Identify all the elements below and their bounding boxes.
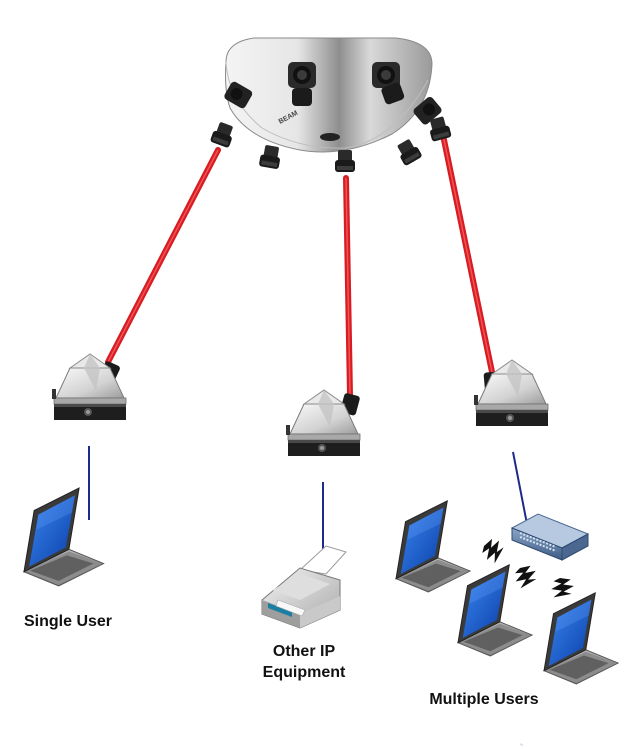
laptop-single-user-icon	[23, 487, 105, 587]
transceiver-middle-icon	[285, 389, 361, 457]
label-single-user: Single User	[23, 613, 113, 630]
wireless-bolt-icon	[478, 536, 508, 567]
central-hub-icon: BEAM	[209, 37, 452, 172]
laser-beam-left	[105, 147, 221, 365]
wireless-bolt-icon	[512, 563, 539, 591]
label-other-ip-line1: Other IP	[272, 643, 336, 660]
cable-switch	[512, 451, 528, 525]
label-multiple-users: Multiple Users	[429, 691, 539, 708]
laser-beam-middle	[343, 175, 353, 398]
network-switch-icon	[510, 513, 590, 747]
label-other-ip-equipment: Other IP Equipment	[250, 641, 358, 683]
wireless-bolt-icon	[546, 572, 578, 605]
transceiver-right-icon	[473, 359, 549, 427]
transceiver-left-icon	[51, 353, 127, 421]
laptop-multi-user-3-icon	[543, 592, 619, 685]
label-other-ip-line2: Equipment	[262, 664, 346, 681]
laptop-multi-user-1-icon	[395, 500, 471, 593]
printer-icon	[261, 545, 347, 629]
laser-beam-right	[440, 132, 495, 375]
